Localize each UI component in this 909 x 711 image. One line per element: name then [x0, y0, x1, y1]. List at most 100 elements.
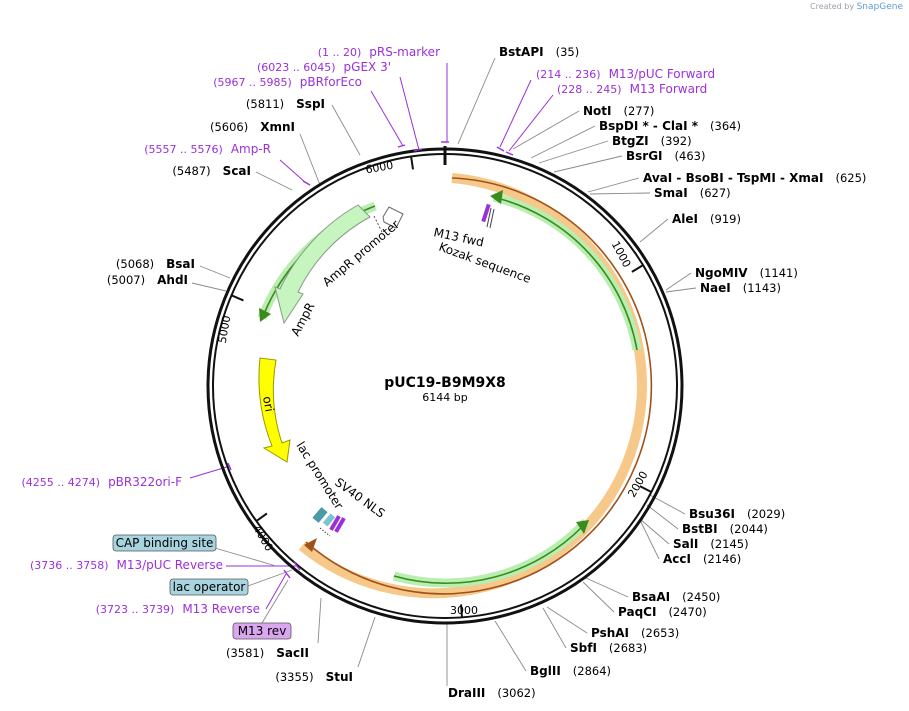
- primer-pbr322ori-f: (4255 .. 4274)pBR322ori-F: [22, 475, 183, 489]
- site-bglii: BglII(2864): [530, 664, 611, 678]
- feature-kozak: Kozak sequence: [437, 240, 533, 286]
- kozak-glyph-2: [489, 208, 495, 229]
- credit-text: Created by: [810, 2, 855, 11]
- site-ngomiv: NgoMIV(1141): [695, 266, 798, 280]
- leader-line: [494, 620, 527, 672]
- orf-green-arc-2: [392, 518, 590, 588]
- primer-pbrforeco: (5967 .. 5985)pBRforEco: [213, 75, 362, 89]
- leader-line: [317, 597, 322, 644]
- snapgene-credit: Created by SnapGene: [810, 2, 903, 12]
- primer-mark: [496, 146, 505, 152]
- primer-m13-puc-reverse: (3736 .. 3758)M13/pUC Reverse: [30, 558, 223, 572]
- site-xmni: (5606)XmnI: [210, 120, 295, 134]
- scale-tick: [460, 604, 463, 618]
- leader-line: [331, 104, 361, 156]
- site-bsrgi: BsrGI(463): [626, 149, 705, 163]
- site-bstapi: BstAPI(35): [499, 45, 579, 59]
- outer-labels: BstAPI(35) NotI(277)BspDI * - ClaI *(364)…: [22, 45, 867, 700]
- leader-line: [589, 192, 651, 195]
- leader-lines: [189, 57, 697, 686]
- scale-tick: [639, 485, 652, 493]
- site-sali: SalI(2145): [673, 537, 749, 551]
- scale-tick: [410, 156, 414, 170]
- leader-line: [457, 57, 496, 145]
- leader-line: [261, 579, 289, 624]
- kozak-glyph-1: [486, 207, 492, 228]
- site-alei: AleI(919): [672, 212, 741, 226]
- site-sacii: (3581)SacII: [226, 646, 309, 660]
- leader-line: [546, 606, 588, 634]
- sv40-glyph-1: [329, 515, 341, 531]
- lac-glyph-line: [319, 527, 331, 537]
- site-scai: (5487)ScaI: [172, 164, 251, 178]
- orf-green-line-1: [496, 197, 638, 351]
- orf-orange-line: [305, 177, 653, 595]
- leader-line: [357, 616, 376, 668]
- primer-leader: [370, 90, 404, 147]
- scale-tick-label: 3000: [450, 604, 478, 617]
- scale-tick-label: 4000: [250, 523, 275, 554]
- scale-tick: [255, 512, 268, 522]
- primer-m13-puc-forward: (214 .. 236)M13/pUC Forward: [536, 67, 715, 81]
- site-noti: NotI(277): [583, 104, 654, 118]
- site-bsu36i: Bsu36I(2029): [689, 507, 785, 521]
- site-smai: SmaI(627): [654, 186, 731, 200]
- primer-mark: [227, 462, 232, 471]
- ori-arrow: [258, 357, 291, 463]
- site-avai-bsobi-tspmi-xmai: AvaI - BsoBI - TspMI - XmaI(625): [643, 171, 866, 185]
- leader-line: [538, 140, 609, 164]
- site-naei: NaeI(1143): [700, 281, 781, 295]
- leader-line: [639, 518, 670, 545]
- feature-box-cap-binding-site: [112, 534, 217, 552]
- primer-mark: [413, 148, 423, 152]
- orf-green-arrowhead-2: [576, 520, 589, 534]
- scale-tick-label: 5000: [216, 314, 234, 344]
- primer-amp-r: (5557 .. 5576)Amp-R: [144, 142, 271, 156]
- leader-line: [649, 494, 686, 515]
- feature-ori: ori: [260, 395, 276, 413]
- ampr-arrow: [274, 204, 371, 325]
- feature-box-label: CAP binding site: [116, 536, 214, 550]
- ampr-dotted: [373, 215, 384, 235]
- primer-pgex-3: (6023 .. 6045)pGEX 3': [257, 60, 391, 74]
- leader-line: [530, 125, 596, 159]
- feature-box-m13-rev: [232, 622, 292, 640]
- scale-tick: [231, 294, 244, 302]
- orf-green-arrowhead-3: [259, 308, 271, 322]
- site-sbfi: SbfI(2683): [570, 641, 647, 655]
- snapgene-brand: SnapGene: [856, 2, 903, 12]
- feature-lac-promoter: lac promoter: [293, 439, 346, 512]
- cap-glyph: [312, 507, 328, 523]
- primer-prs-marker: (1 .. 20)pRS-marker: [318, 45, 440, 59]
- orf-green-arrowhead-1: [490, 190, 503, 204]
- leader-line: [646, 504, 679, 530]
- lac-operator-glyph: [322, 513, 336, 527]
- scale-tick-label: 6000: [364, 159, 394, 177]
- leader-line: [585, 577, 629, 598]
- leader-line: [582, 581, 615, 613]
- site-btgzi: BtgZI(392): [612, 134, 692, 148]
- leader-line: [247, 569, 293, 587]
- feature-box-lac-operator: [169, 578, 249, 596]
- leader-line: [199, 265, 231, 279]
- plasmid-name: pUC19-B9M9X8: [384, 375, 506, 391]
- site-bspdi-clai: BspDI * - ClaI *(364): [599, 119, 741, 133]
- leader-line: [255, 171, 293, 191]
- leader-line: [665, 272, 692, 291]
- site-draiii: DraIII(3062): [448, 686, 536, 700]
- m13-fwd-glyph: [481, 203, 491, 223]
- primer-leader: [279, 159, 307, 184]
- primer-leader: [499, 79, 532, 148]
- plasmid-size: 6144 bp: [422, 391, 467, 404]
- primer-mark: [505, 151, 514, 156]
- site-acci: AccI(2146): [663, 552, 741, 566]
- site-sspi: (5811)SspI: [246, 97, 325, 111]
- primer-mark: [302, 180, 311, 186]
- leader-line: [214, 547, 277, 567]
- primer-mark: [283, 569, 291, 579]
- site-ahdi: (5007)AhdI: [107, 273, 188, 287]
- feature-box-label: M13 rev: [238, 624, 287, 638]
- leader-line: [639, 218, 669, 243]
- primer-mark: [397, 144, 406, 148]
